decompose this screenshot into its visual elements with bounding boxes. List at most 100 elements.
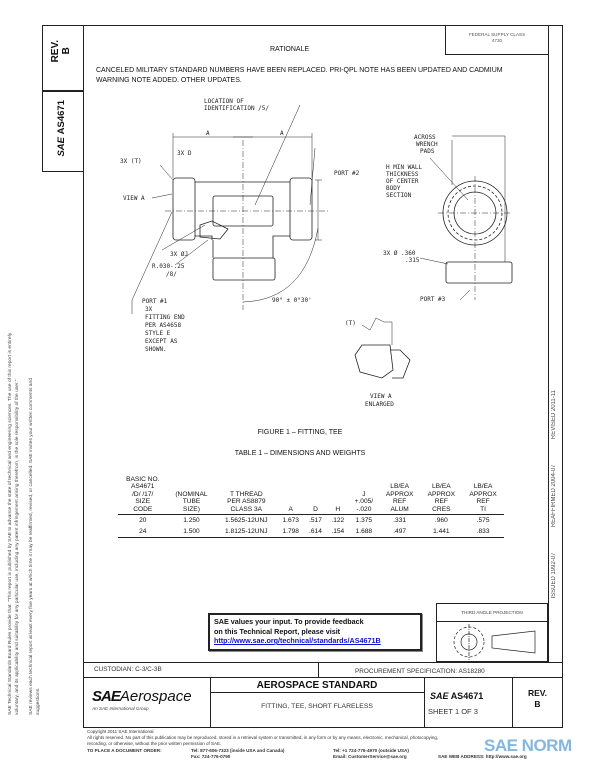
column-header-line: REF <box>393 498 407 506</box>
column-header-line: A <box>288 505 293 513</box>
frame-top <box>83 25 563 26</box>
order-label: TO PLACE A DOCUMENT ORDER: <box>87 748 162 753</box>
feedback-link[interactable]: http://www.sae.org/technical/standards/A… <box>214 636 381 645</box>
label-location-id: LOCATION OF <box>204 98 244 105</box>
footer: Copyright 2011 SAE International All rig… <box>87 729 557 747</box>
column-header-line: BASIC NO. <box>126 476 160 483</box>
date-column-line <box>548 55 549 662</box>
column-header-line: LB/EA <box>431 483 451 491</box>
label-view-a-enlarged: VIEW A <box>370 393 392 400</box>
label-wall-line: SECTION <box>386 192 412 199</box>
table-cell: .960 <box>434 517 448 525</box>
feedback-line2: on this Technical Report, please visit <box>214 626 341 636</box>
label-dim-a-2: A <box>280 130 284 137</box>
column-header-line: SIZE <box>135 498 151 506</box>
label-port1-line: FITTING END <box>145 314 185 321</box>
reaffirmed-date: REAFFIRMED 2004-07 <box>551 464 557 528</box>
label-radius-2: /8/ <box>166 271 177 278</box>
column-header: J+.005/-.020 <box>348 476 379 516</box>
logo-aerospace: Aerospace <box>119 688 192 705</box>
title-block-bottom <box>83 678 563 728</box>
label-port1: PORT #1 <box>142 298 168 305</box>
custodian-divider <box>318 662 319 678</box>
projection-symbol-icon <box>453 624 536 660</box>
standard-heading: AEROSPACE STANDARD <box>256 680 378 691</box>
divider <box>210 678 211 728</box>
left-docnum-box <box>42 90 84 172</box>
label-port3: PORT #3 <box>420 296 446 303</box>
view-a-detail <box>354 344 411 379</box>
table-cell: 1.5625-12UNJ <box>225 517 268 525</box>
tel-outside: Tel: +1 724-776-4970 (outside USA) <box>333 748 409 753</box>
table-cell: 1.673 <box>282 517 299 525</box>
label-wall-line: THICKNESS <box>386 171 419 178</box>
column-header-line: AS4671 <box>131 483 155 491</box>
table-cell: 1.798 <box>277 526 305 539</box>
federal-supply-box: FEDERAL SUPPLY CLASS 4730 <box>445 25 549 55</box>
label-dim-a: A <box>206 130 210 137</box>
column-header-line: -.020 <box>356 505 372 513</box>
label-wall-line: OF CENTER <box>386 178 419 185</box>
column-header: A <box>277 476 305 516</box>
column-header-line: (NOMINAL <box>175 490 208 498</box>
web-address: SAE WEB ADDRESS: http://www.sae.org <box>438 754 527 759</box>
label-location-id-2: IDENTIFICATION /5/ <box>204 105 269 112</box>
projection-box: THIRD ANGLE PROJECTION <box>436 603 548 662</box>
divider <box>512 678 513 728</box>
rights-line: All rights reserved. No part of this pub… <box>87 735 439 740</box>
document-title: FITTING, TEE, SHORT FLARELESS <box>261 703 373 710</box>
label-wall: H MIN WALL <box>386 164 423 171</box>
sae-mark: SAE <box>430 691 449 701</box>
tee-body <box>195 181 290 240</box>
table-cell: .331 <box>393 517 407 525</box>
left-rev-box <box>42 25 84 92</box>
feedback-box: SAE values your input. To provide feedba… <box>208 613 422 651</box>
column-header-line: CODE <box>133 505 153 513</box>
label-3xh: 3X Ø .360 <box>383 250 416 257</box>
rev-value: B <box>534 699 541 709</box>
table-cell: 20 <box>139 517 147 525</box>
label-t: (T) <box>345 320 356 327</box>
column-header-line: APPROX <box>469 490 497 498</box>
label-angle: 90° ± 0°30' <box>272 297 312 304</box>
column-header-line: CLASS 3A <box>230 505 263 513</box>
label-3xd: 3X D <box>177 150 192 157</box>
sae-aerospace-logo: SAEAerospace An SAE International Group <box>92 688 192 711</box>
table-cell: 1.8125-12UNJ <box>215 526 278 539</box>
column-header-line: APPROX <box>385 490 414 498</box>
logo-sae: SAE <box>92 688 121 705</box>
column-header-line: LB/EA <box>473 483 493 491</box>
side-notice-line: suggestions. <box>36 687 41 715</box>
custodian-row <box>83 662 563 678</box>
column-header-line: T THREAD <box>229 490 263 498</box>
divider <box>424 678 425 728</box>
label-view-a-enlarged-2: ENLARGED <box>365 401 394 408</box>
doc-number: AS4671 <box>450 691 484 701</box>
feedback-line1: SAE values your input. To provide feedba… <box>214 617 364 626</box>
table-cell: 24 <box>118 526 168 539</box>
column-header-line: ALUM <box>390 505 409 513</box>
sheet-number: SHEET 1 OF 3 <box>428 707 478 716</box>
section-detail <box>199 220 229 240</box>
table-cell: 1.441 <box>420 526 463 539</box>
label-wall-line: BODY <box>386 185 401 192</box>
procurement: PROCUREMENT SPECIFICATION: AS18280 <box>355 668 485 675</box>
email: Email: CustomerService@sae.org <box>333 754 407 759</box>
column-header-line: /D/ /17/ <box>132 490 154 498</box>
label-port2: PORT #2 <box>334 170 360 177</box>
logo-subtitle: An SAE International Group <box>92 706 149 711</box>
federal-supply-label: FEDERAL SUPPLY CLASS <box>468 32 526 37</box>
table-cell: 1.375 <box>355 517 373 525</box>
fax: Fax: 724-776-0790 <box>191 754 231 759</box>
label-across: ACROSS <box>414 134 436 141</box>
tel-inside: Tel: 877-606-7323 (inside USA and Canada… <box>191 748 285 753</box>
title-docnum: SAE AS4671 <box>430 691 483 701</box>
